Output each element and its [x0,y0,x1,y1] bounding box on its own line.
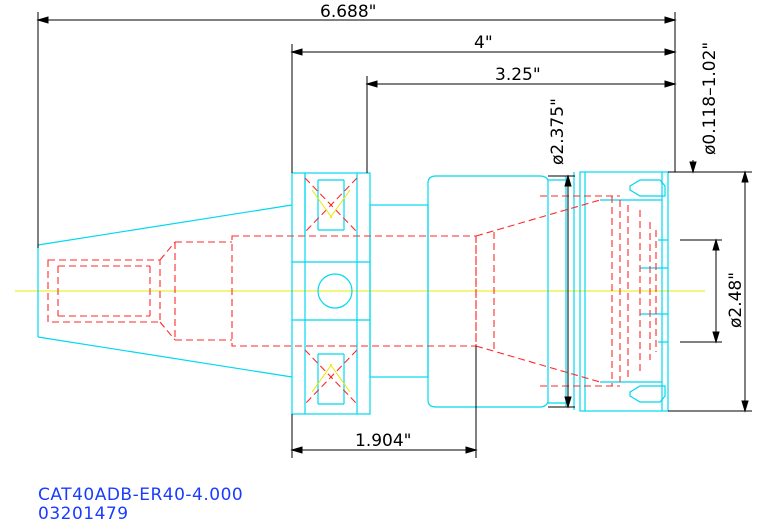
dim-flange-to-body: 1.904" [355,431,412,451]
dim-overall-length: 6.688" [320,2,377,22]
dim-length-4: 4" [474,33,493,53]
dimension-lines [36,12,752,458]
hidden-lines [47,177,657,405]
part-number: CAT40ADB-ER40-4.000 [38,485,244,505]
dim-length-325: 3.25" [495,65,541,85]
dim-body-diameter: ø2.375" [548,98,568,165]
dim-nut-diameter: ø2.48" [726,272,746,328]
tool-holder-outline [37,171,669,415]
dim-clamping-range: ø0.118–1.02" [700,42,720,155]
flange-hatch [311,189,351,393]
item-code: 03201479 [38,504,129,524]
